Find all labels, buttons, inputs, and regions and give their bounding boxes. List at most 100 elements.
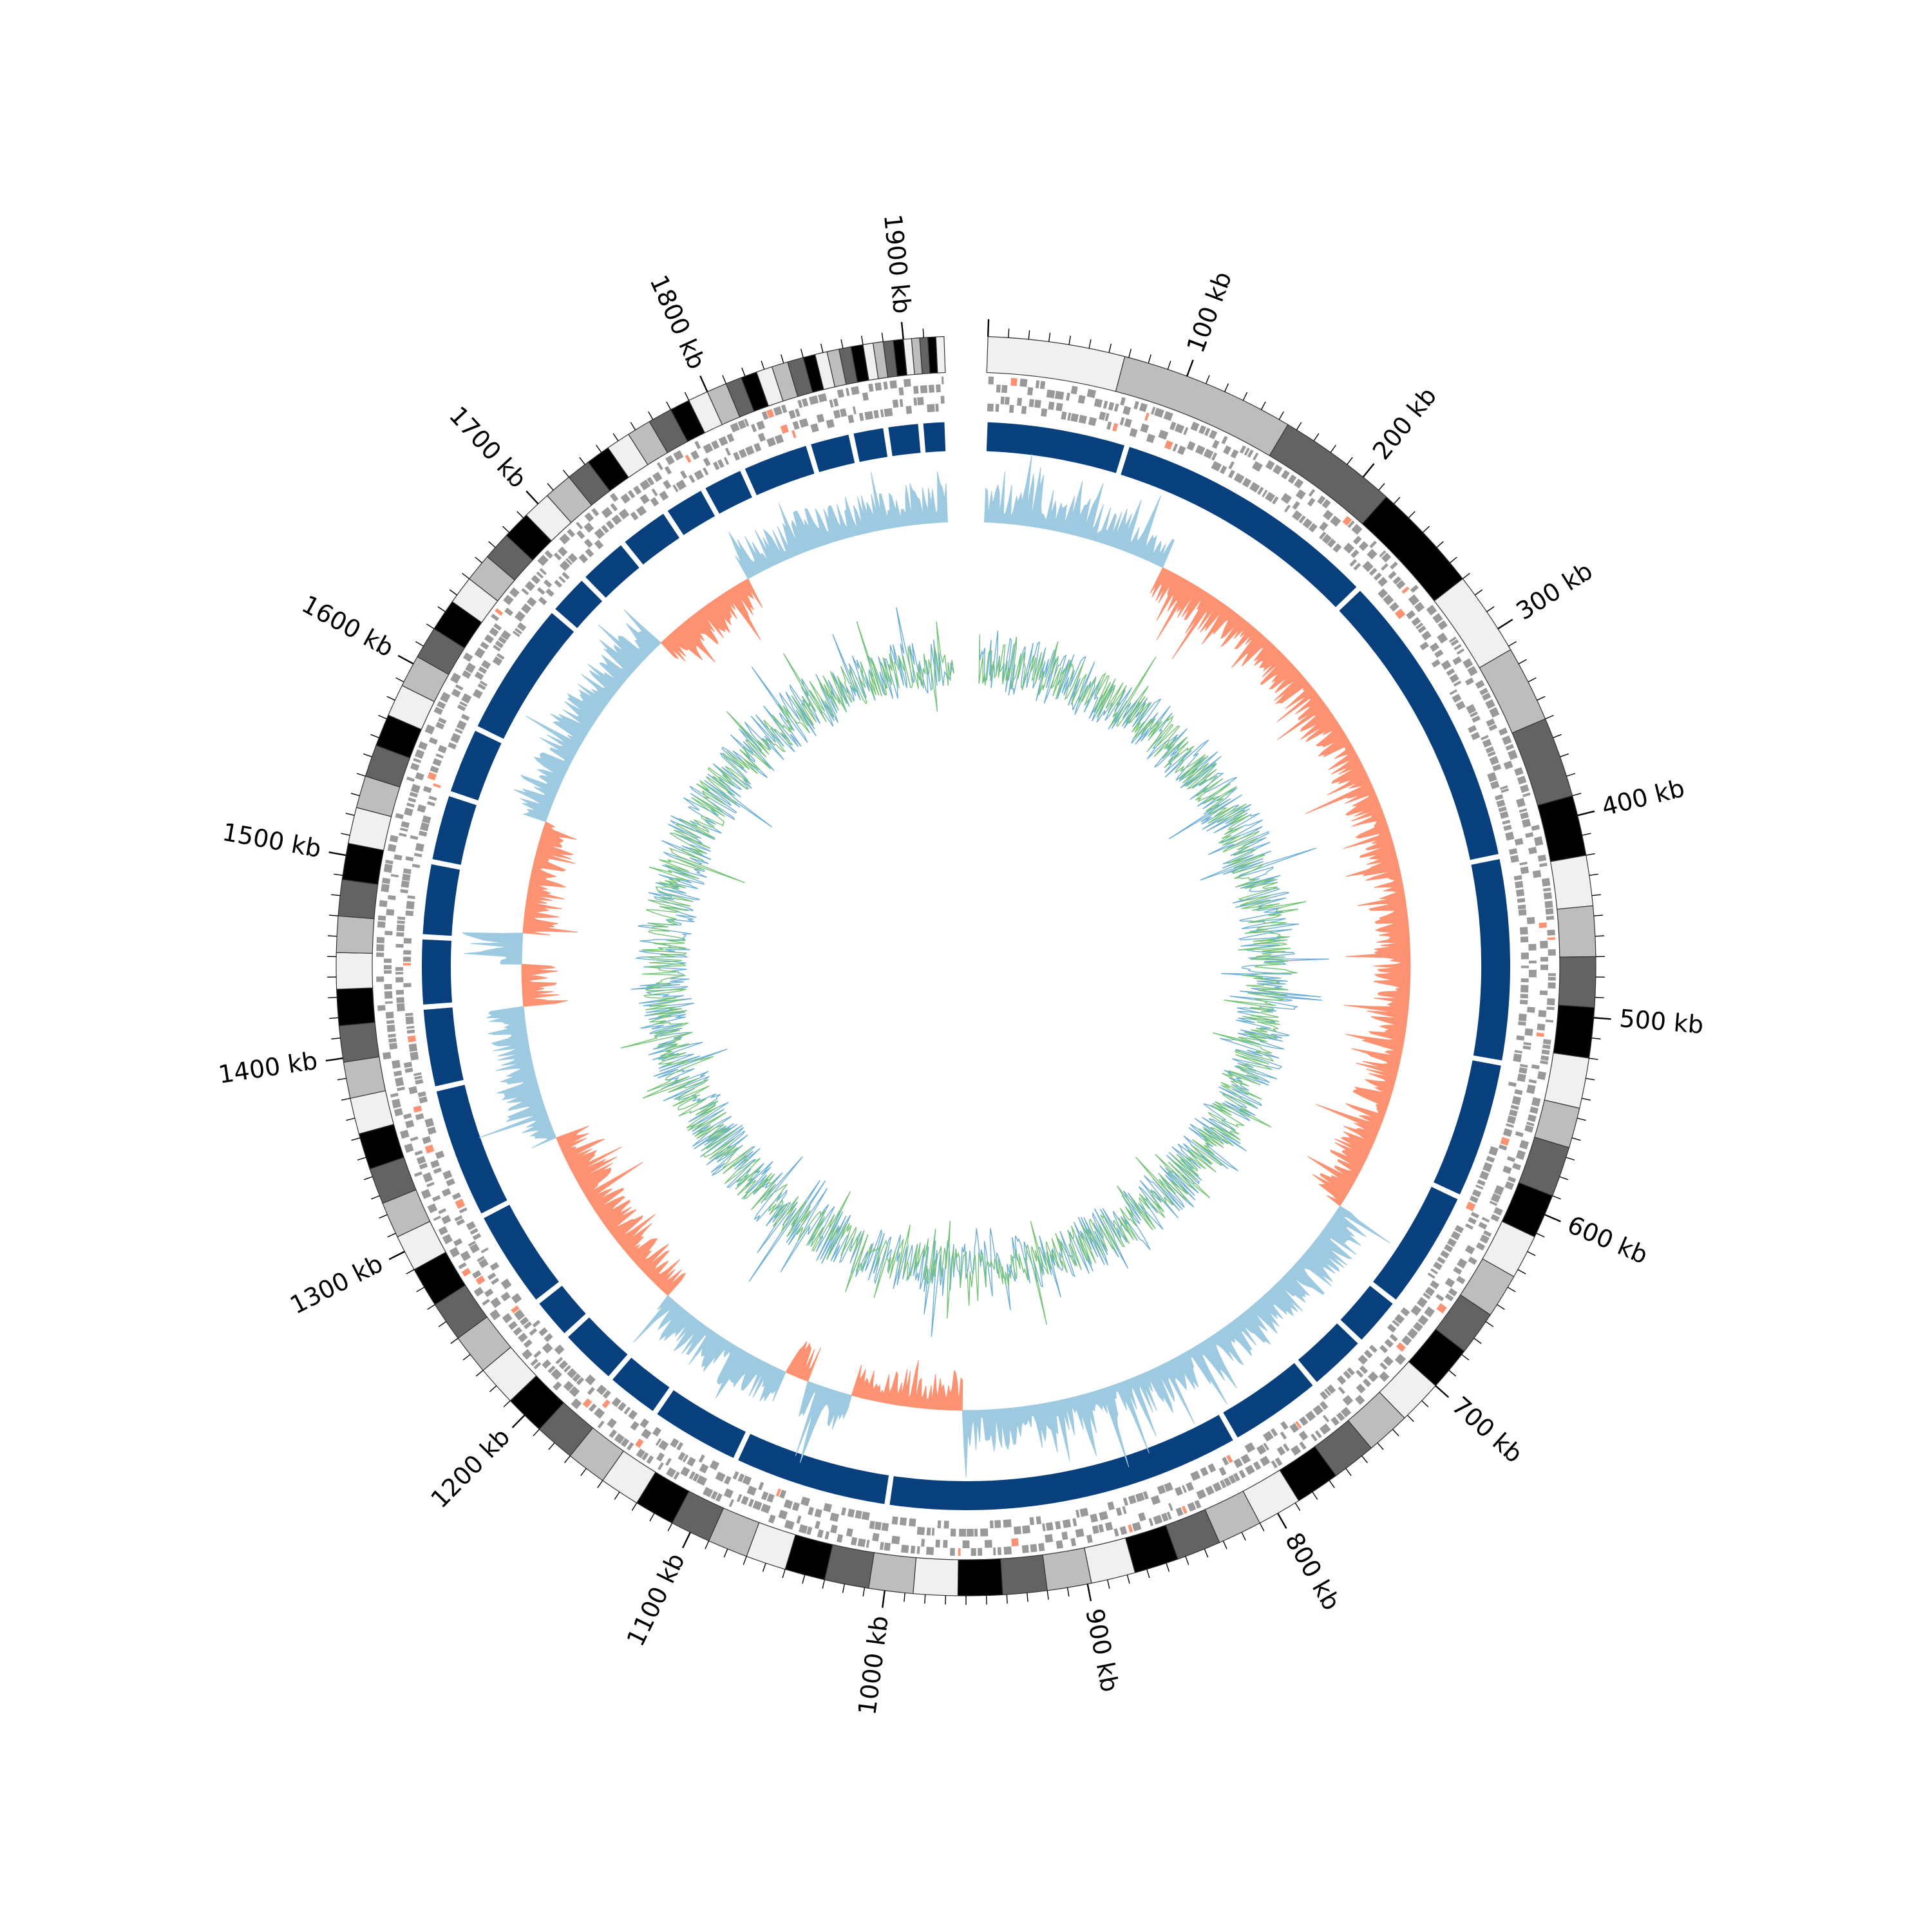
- gene-feature: [1094, 398, 1103, 408]
- minor-tick: [1582, 833, 1591, 836]
- gene-feature: [1489, 755, 1499, 766]
- gene-feature: [1525, 832, 1534, 838]
- tick-label: 1400 kb: [216, 1046, 319, 1089]
- gene-feature: [601, 507, 613, 518]
- tick-label: 1100 kb: [621, 1549, 690, 1651]
- ideogram-band: [336, 915, 375, 954]
- gene-feature: [1468, 1256, 1477, 1265]
- gene-feature: [482, 1298, 490, 1306]
- gene-feature: [1531, 1064, 1540, 1070]
- gene-feature: [441, 1188, 451, 1197]
- gene-feature: [562, 571, 570, 580]
- gene-feature: [891, 1516, 898, 1525]
- gene-feature: [1411, 617, 1421, 627]
- gene-feature: [1208, 1463, 1217, 1473]
- minor-tick: [341, 833, 350, 836]
- gene-feature: [542, 1343, 553, 1354]
- gene-feature: [1174, 423, 1185, 434]
- minor-tick: [1066, 1587, 1070, 1597]
- gene-feature: [1505, 831, 1515, 841]
- minor-tick: [1474, 589, 1483, 596]
- gene-feature: [1056, 1540, 1063, 1549]
- gene-feature: [1413, 1321, 1423, 1332]
- gene-feature: [1542, 1039, 1551, 1045]
- gene-feature: [630, 511, 639, 521]
- gene-feature: [1505, 744, 1514, 751]
- minor-tick: [782, 1569, 786, 1578]
- skew-segment: [728, 471, 949, 580]
- minor-tick: [1559, 1176, 1569, 1180]
- gene-feature: [861, 1511, 870, 1520]
- gene-feature: [780, 424, 789, 434]
- gene-feature: [1514, 838, 1524, 846]
- ideogram-band: [336, 952, 374, 990]
- ideogram-band: [1361, 496, 1464, 601]
- tick-label: 1800 kb: [644, 271, 711, 374]
- gene-feature: [389, 1042, 398, 1050]
- minor-tick: [1260, 401, 1266, 410]
- gene-feature: [618, 508, 630, 520]
- gene-feature: [542, 1359, 551, 1369]
- gene-feature: [636, 506, 647, 516]
- gene-feature: [393, 1108, 403, 1117]
- gene-feature: [1001, 384, 1008, 393]
- gene-feature: [1233, 1458, 1243, 1468]
- gene-feature: [1465, 1201, 1476, 1211]
- gene-feature: [1444, 1244, 1454, 1253]
- gene-feature: [1526, 1121, 1535, 1126]
- gene-feature: [1222, 1457, 1229, 1466]
- gene-feature: [410, 1051, 419, 1061]
- gene-feature: [1490, 781, 1500, 790]
- gene-feature: [980, 1528, 989, 1537]
- gene-feature: [1323, 509, 1334, 520]
- gene-feature: [460, 714, 470, 721]
- gene-feature: [583, 522, 594, 533]
- major-tick: [699, 375, 708, 392]
- major-tick: [1086, 1584, 1092, 1602]
- gene-feature: [652, 1426, 662, 1437]
- minor-tick: [1329, 1480, 1335, 1488]
- ideogram-band: [343, 1056, 386, 1099]
- gene-feature: [748, 1499, 754, 1508]
- gene-feature: [872, 1533, 880, 1542]
- gene-feature: [1387, 1323, 1397, 1333]
- gene-feature: [559, 533, 571, 545]
- gene-feature: [1537, 1023, 1546, 1031]
- gene-feature: [1515, 880, 1524, 889]
- gene-feature: [1230, 449, 1239, 459]
- gene-feature: [974, 1528, 978, 1537]
- gene-feature: [414, 1150, 423, 1156]
- gene-feature: [1520, 965, 1529, 969]
- gene-feature: [829, 399, 834, 408]
- gene-feature: [400, 889, 408, 894]
- gene-feature: [1424, 1306, 1435, 1318]
- gene-feature: [1499, 811, 1509, 819]
- gene-feature: [1515, 889, 1525, 897]
- minor-tick: [1591, 894, 1601, 896]
- minor-tick: [1205, 375, 1210, 384]
- gene-feature: [1514, 1050, 1522, 1054]
- minor-tick: [1108, 343, 1112, 353]
- gene-feature: [468, 1240, 477, 1247]
- skew-segment: [660, 578, 763, 663]
- gene-feature: [1353, 562, 1361, 571]
- gene-feature: [416, 1155, 426, 1165]
- gene-feature: [523, 1321, 532, 1330]
- gene-feature: [1500, 785, 1508, 790]
- contig-block: [484, 1204, 559, 1300]
- gene-feature: [386, 1019, 395, 1025]
- gene-feature: [1463, 658, 1473, 669]
- gene-feature: [421, 1189, 431, 1199]
- gene-feature: [401, 880, 410, 888]
- gene-feature: [926, 1546, 934, 1555]
- gene-feature: [1067, 412, 1072, 421]
- gene-feature: [472, 688, 483, 699]
- minor-tick: [1518, 659, 1527, 665]
- skew-segment: [478, 1006, 557, 1149]
- gene-feature: [404, 807, 413, 817]
- gene-feature: [1441, 659, 1452, 670]
- gene-feature: [1249, 482, 1260, 493]
- gene-feature: [406, 776, 415, 782]
- gene-feature: [913, 397, 918, 406]
- gene-feature: [715, 1472, 726, 1482]
